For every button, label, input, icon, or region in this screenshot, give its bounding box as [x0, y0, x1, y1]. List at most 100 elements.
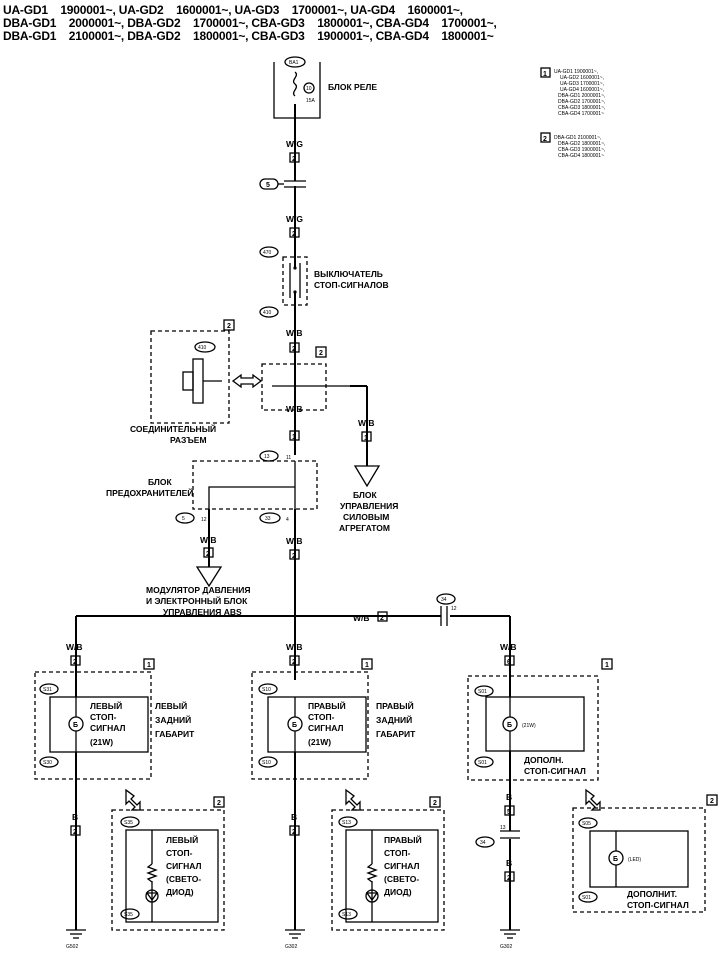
- svg-text:4: 4: [286, 517, 289, 523]
- brake-switch: 470 410 ВЫКЛЮЧАТЕЛЬ СТОП-СИГНАЛОВ: [259, 246, 389, 318]
- svg-text:BA1: BA1: [289, 60, 299, 66]
- svg-text:B: B: [506, 858, 512, 868]
- svg-text:2: 2: [206, 551, 210, 558]
- abs-label: МОДУЛЯТОР ДАВЛЕНИЯ: [146, 585, 251, 595]
- svg-text:G502: G502: [66, 944, 78, 950]
- svg-text:UA-GD2 1600001~,: UA-GD2 1600001~,: [560, 75, 604, 81]
- svg-text:(21W): (21W): [90, 737, 113, 747]
- svg-text:W/B: W/B: [286, 536, 303, 546]
- svg-text:2: 2: [292, 553, 296, 560]
- svg-text:DBA-GD1 2000001~,: DBA-GD1 2000001~,: [558, 93, 605, 99]
- right-led-lamp: 2 S13 ПРАВЫЙ СТОП- СИГНАЛ (СВЕТО- ДИОД) …: [331, 796, 445, 931]
- svg-text:470: 470: [263, 250, 272, 256]
- svg-text:CBA-GD4 1800001~: CBA-GD4 1800001~: [558, 153, 604, 159]
- svg-text:(21W): (21W): [522, 723, 536, 729]
- svg-text:S05: S05: [582, 821, 591, 827]
- svg-text:2: 2: [217, 800, 221, 807]
- svg-text:DBA-GD1 2100001~,: DBA-GD1 2100001~,: [554, 135, 601, 141]
- svg-text:W/B: W/B: [66, 642, 83, 652]
- svg-text:ПРАВЫЙ: ПРАВЫЙ: [308, 700, 346, 711]
- svg-text:СИГНАЛ: СИГНАЛ: [384, 861, 419, 871]
- svg-text:ЛЕВЫЙ: ЛЕВЫЙ: [155, 700, 187, 711]
- svg-text:СТОП-: СТОП-: [90, 712, 117, 722]
- svg-text:2: 2: [73, 829, 77, 836]
- svg-text:РАЗЪЕМ: РАЗЪЕМ: [170, 435, 207, 445]
- svg-text:ЗАДНИЙ: ЗАДНИЙ: [155, 714, 191, 725]
- svg-text:CBA-GD3 1900001~,: CBA-GD3 1900001~,: [558, 147, 605, 153]
- svg-text:W/B: W/B: [286, 328, 303, 338]
- fusebox-label: БЛОК: [148, 477, 172, 487]
- svg-text:UA-GD4 1600001~,: UA-GD4 1600001~,: [560, 87, 604, 93]
- svg-text:W/B: W/B: [500, 642, 517, 652]
- svg-text:W/B: W/B: [358, 418, 375, 428]
- joint-label: СОЕДИНИТЕЛЬНЫЙ: [130, 423, 216, 434]
- svg-text:CBA-GD4 1700001~: CBA-GD4 1700001~: [558, 111, 604, 117]
- svg-text:2: 2: [710, 798, 714, 805]
- svg-text:2: 2: [292, 231, 296, 238]
- ground-middle: G302: [285, 929, 305, 950]
- svg-text:W/G: W/G: [286, 214, 303, 224]
- svg-text:СТОП-СИГНАЛОВ: СТОП-СИГНАЛОВ: [314, 280, 389, 290]
- svg-text:ДИОД): ДИОД): [384, 887, 412, 897]
- svg-text:СТОП-СИГНАЛ: СТОП-СИГНАЛ: [627, 900, 689, 910]
- svg-text:1: 1: [292, 434, 296, 441]
- svg-text:S10: S10: [262, 760, 271, 766]
- extra-stop-lamp: 1 S01 Б (21W) S01 ДОПОЛН. СТОП-СИГНАЛ: [467, 658, 613, 781]
- svg-text:5: 5: [507, 809, 511, 816]
- svg-text:DBA-GD2 1700001~,: DBA-GD2 1700001~,: [558, 99, 605, 105]
- svg-text:СИГНАЛ: СИГНАЛ: [308, 723, 343, 733]
- left-stop-lamp: 1 S31 Б ЛЕВЫЙ СТОП- СИГНАЛ (21W) S30 ЛЕВ…: [34, 658, 195, 780]
- svg-text:S10: S10: [262, 687, 271, 693]
- inline-connector-5: 5: [259, 178, 307, 190]
- svg-text:2: 2: [227, 323, 231, 330]
- svg-text:CBA-GD3 1800001~,: CBA-GD3 1800001~,: [558, 105, 605, 111]
- svg-text:B: B: [506, 792, 512, 802]
- svg-text:2: 2: [507, 875, 511, 882]
- svg-text:СИЛОВЫМ: СИЛОВЫМ: [343, 512, 389, 522]
- svg-text:W/B: W/B: [286, 404, 303, 414]
- svg-text:(СВЕТО-: (СВЕТО-: [166, 874, 201, 884]
- svg-text:ПРАВЫЙ: ПРАВЫЙ: [376, 700, 414, 711]
- right-stop-lamp: 1 S10 Б ПРАВЫЙ СТОП- СИГНАЛ (21W) S10 ПР…: [251, 658, 416, 780]
- legend-box-1: 1 UA-GD1 1900001~, UA-GD2 1600001~, UA-G…: [540, 67, 605, 117]
- svg-text:(LED): (LED): [628, 857, 641, 863]
- svg-text:10: 10: [306, 86, 312, 92]
- extra-led-lamp: 2 S05 Б (LED) S01 ДОПОЛНИТ. СТОП-СИГНАЛ: [572, 794, 718, 913]
- left-led-lamp: 2 S35 ЛЕВЫЙ СТОП- СИГНАЛ (СВЕТО- ДИОД) S…: [111, 796, 225, 931]
- svg-text:W/B: W/B: [286, 642, 303, 652]
- svg-text:34: 34: [441, 597, 447, 603]
- svg-text:Б: Б: [73, 722, 78, 729]
- inline-connector-34b: 34 13: [475, 825, 523, 848]
- svg-text:11: 11: [286, 455, 291, 461]
- svg-text:B: B: [291, 812, 297, 822]
- model-line-2: DBA-GD1 2000001~, DBA-GD2 1700001~, CBA-…: [3, 16, 497, 30]
- fuse-block: 13 11 5 12 33 4 БЛОК ПРЕДОХРАНИТЕЛЕЙ: [106, 450, 318, 524]
- svg-text:1: 1: [605, 662, 609, 669]
- svg-text:S35: S35: [124, 912, 133, 918]
- svg-text:410: 410: [198, 345, 207, 351]
- svg-text:УПРАВЛЕНИЯ: УПРАВЛЕНИЯ: [340, 501, 398, 511]
- svg-text:S31: S31: [43, 687, 52, 693]
- svg-text:5: 5: [182, 516, 185, 522]
- svg-text:СТОП-СИГНАЛ: СТОП-СИГНАЛ: [524, 766, 586, 776]
- svg-text:W/B: W/B: [353, 613, 370, 623]
- svg-text:2: 2: [319, 350, 323, 357]
- svg-text:Б: Б: [507, 722, 512, 729]
- inline-connector-34: 34 12: [436, 593, 457, 626]
- svg-text:S01: S01: [478, 760, 487, 766]
- relay-block: BA1 10 15A БЛОК РЕЛЕ: [273, 56, 377, 119]
- svg-text:И ЭЛЕКТРОННЫЙ БЛОК: И ЭЛЕКТРОННЫЙ БЛОК: [146, 595, 248, 606]
- svg-text:13: 13: [500, 825, 506, 831]
- svg-text:УПРАВЛЕНИЯ ABS: УПРАВЛЕНИЯ ABS: [163, 607, 242, 617]
- svg-text:2: 2: [380, 615, 384, 622]
- svg-text:DBA-GD2 1800001~,: DBA-GD2 1800001~,: [558, 141, 605, 147]
- svg-text:ПРЕДОХРАНИТЕЛЕЙ: ПРЕДОХРАНИТЕЛЕЙ: [106, 487, 193, 498]
- svg-text:6: 6: [507, 659, 511, 666]
- svg-text:ГАБАРИТ: ГАБАРИТ: [155, 729, 195, 739]
- ground-left: G502: [66, 929, 86, 950]
- svg-text:2: 2: [292, 156, 296, 163]
- svg-text:S01: S01: [582, 895, 591, 901]
- svg-text:2: 2: [543, 136, 547, 143]
- svg-text:G302: G302: [500, 944, 512, 950]
